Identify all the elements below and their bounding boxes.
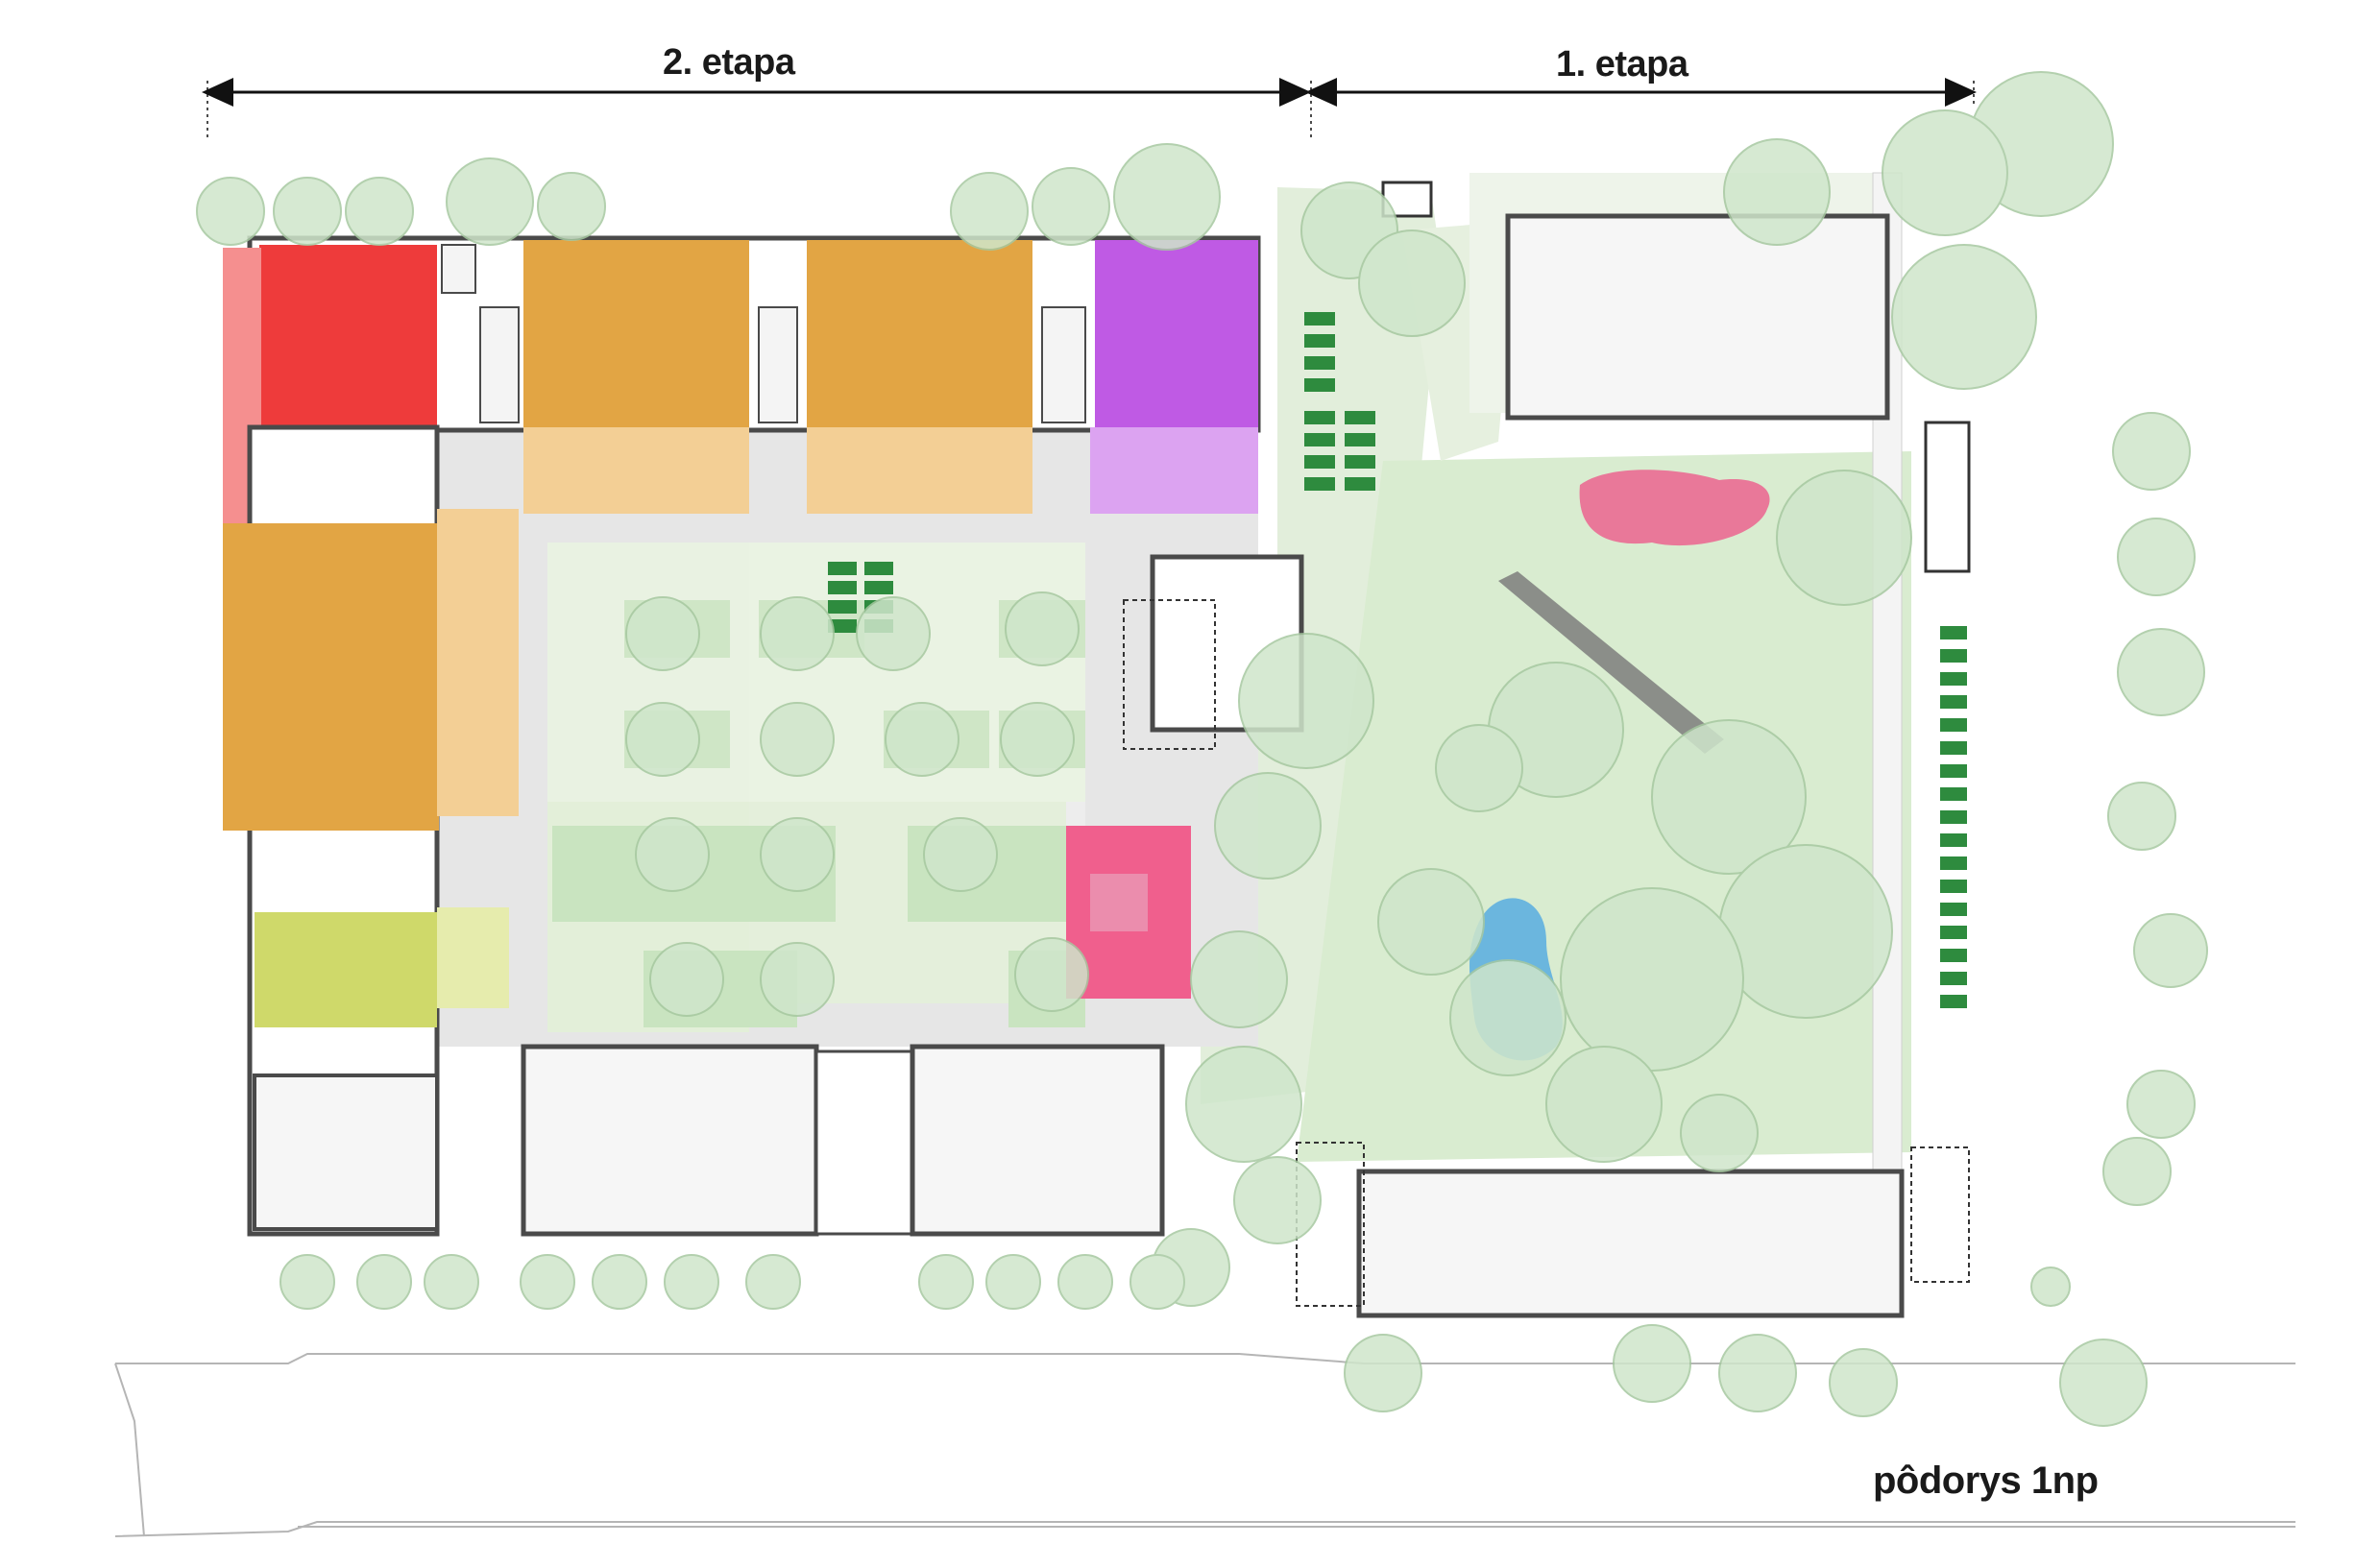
playground-north xyxy=(1579,470,1770,546)
parking-row-stage-1 xyxy=(1940,626,1967,1008)
building-west-row-stage-2 xyxy=(223,424,519,1237)
building-north-row-stage-2 xyxy=(223,235,1261,526)
parking-block-entrance xyxy=(1304,312,1375,491)
courtyard-paving xyxy=(437,427,1258,1047)
building-south-row-stage-2 xyxy=(521,1044,1165,1237)
building-south-stage-1 xyxy=(1296,1142,1970,1318)
tree-icon xyxy=(196,71,2208,1427)
building-north-stage-1 xyxy=(1381,181,1971,573)
street-outline xyxy=(114,1353,2295,1537)
stage-1-label: 1. etapa xyxy=(1556,44,1688,84)
dimension-stage-2 xyxy=(202,78,1311,139)
footbridge xyxy=(1498,571,1724,754)
plan-title: pôdorys 1np xyxy=(1873,1459,2099,1502)
stage-2-label: 2. etapa xyxy=(663,42,795,83)
dimension-stage-1 xyxy=(1305,78,1977,139)
